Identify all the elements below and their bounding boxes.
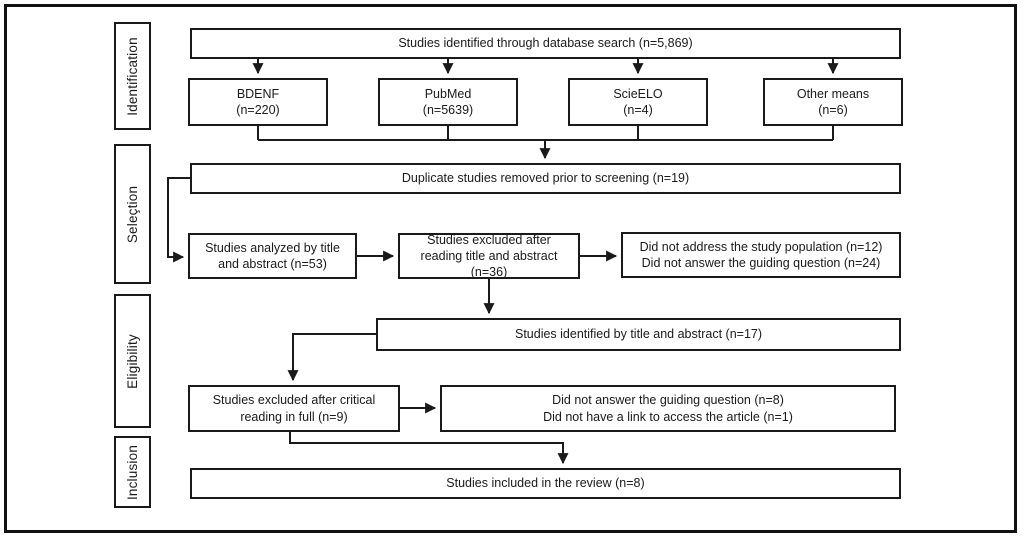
source-count: (n=5639) bbox=[422, 103, 474, 117]
box-analyzed-title-abstract: Studies analyzed by title and abstract (… bbox=[188, 233, 357, 279]
stage-label-text: Seleçtion bbox=[125, 185, 140, 243]
box-text: Studies excluded after reading title and… bbox=[420, 232, 558, 280]
box-text: Studies included in the review (n=8) bbox=[446, 476, 645, 491]
box-text: Studies excluded after critical reading … bbox=[212, 393, 376, 424]
box-duplicates-removed: Duplicate studies removed prior to scree… bbox=[190, 163, 901, 194]
box-source-pubmed: PubMed (n=5639) bbox=[378, 78, 518, 126]
reason-line: Did not address the study population (n=… bbox=[639, 239, 883, 254]
source-name: PubMed bbox=[424, 86, 472, 101]
stage-label-inclusion: Inclusion bbox=[114, 436, 151, 508]
box-source-other-means: Other means (n=6) bbox=[763, 78, 903, 126]
box-text: Studies identified by title and abstract… bbox=[514, 327, 763, 342]
box-source-bdenf: BDENF (n=220) bbox=[188, 78, 328, 126]
source-name: ScieELO bbox=[613, 86, 663, 101]
box-exclusion-reasons-screening: Did not address the study population (n=… bbox=[621, 232, 901, 278]
stage-label-text: Identification bbox=[125, 36, 141, 116]
box-identified-title-abstract: Studies identified by title and abstract… bbox=[376, 318, 901, 351]
box-exclusion-reasons-fulltext: Did not answer the guiding question (n=8… bbox=[440, 385, 896, 432]
box-studies-identified-total: Studies identified through database sear… bbox=[190, 28, 901, 59]
stage-label-text: Eligibility bbox=[125, 333, 140, 389]
source-name: BDENF bbox=[236, 86, 280, 101]
box-text: Studies analyzed by title and abstract (… bbox=[205, 240, 340, 271]
box-text: Duplicate studies removed prior to scree… bbox=[401, 171, 690, 186]
source-count: (n=4) bbox=[623, 103, 653, 117]
box-studies-included: Studies included in the review (n=8) bbox=[190, 468, 901, 499]
stage-label-text: Inclusion bbox=[125, 444, 140, 500]
source-name: Other means bbox=[796, 86, 870, 101]
box-excluded-critical-reading: Studies excluded after critical reading … bbox=[188, 385, 400, 432]
stage-label-selection: Seleçtion bbox=[114, 144, 151, 284]
reason-line: Did not have a link to access the articl… bbox=[543, 409, 793, 424]
box-text: Studies identified through database sear… bbox=[398, 36, 693, 51]
reason-line: Did not answer the guiding question (n=8… bbox=[552, 393, 784, 408]
reason-line: Did not answer the guiding question (n=2… bbox=[641, 256, 881, 270]
box-source-scieelo: ScieELO (n=4) bbox=[568, 78, 708, 126]
stage-label-eligibility: Eligibility bbox=[114, 294, 151, 428]
box-excluded-title-abstract: Studies excluded after reading title and… bbox=[398, 233, 580, 279]
source-count: (n=6) bbox=[818, 103, 848, 117]
source-count: (n=220) bbox=[236, 103, 280, 117]
stage-label-identification: Identification bbox=[114, 22, 151, 130]
